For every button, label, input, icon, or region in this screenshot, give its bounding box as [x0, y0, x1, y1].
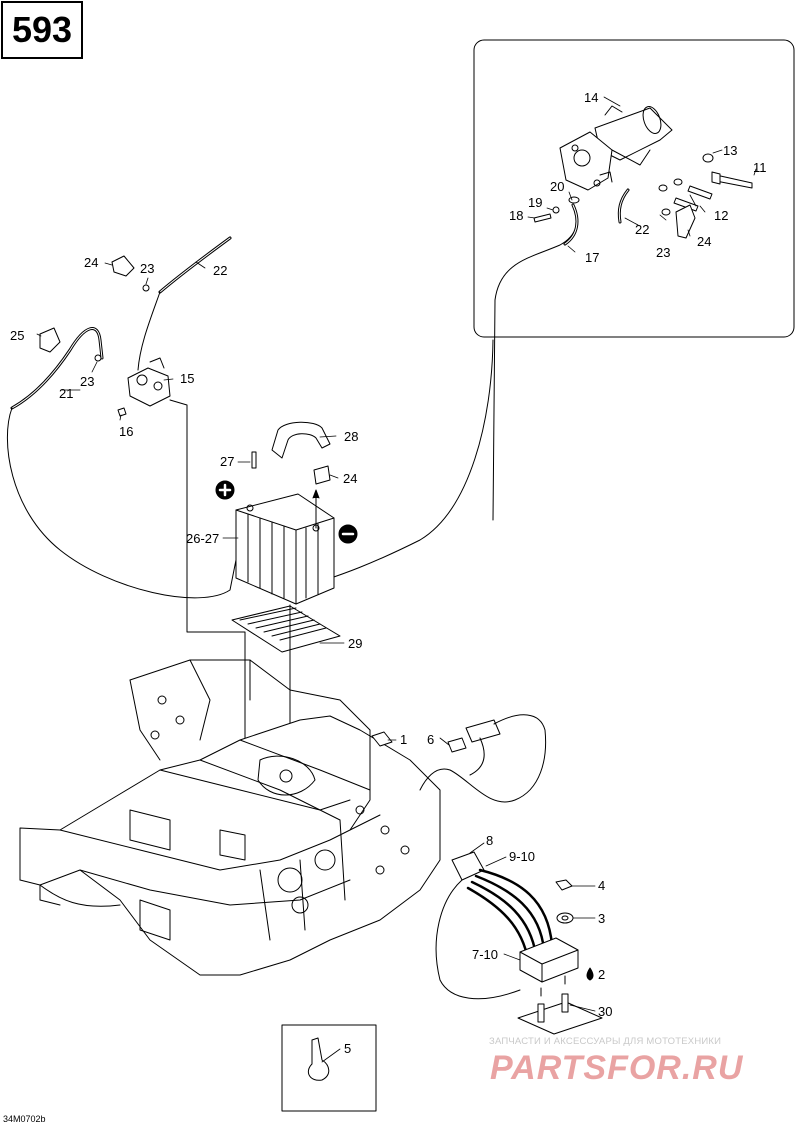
- bolt-11: [711, 171, 753, 189]
- callout-17: 17: [585, 250, 600, 265]
- callout-25: 25: [10, 328, 25, 343]
- callout-6: 6: [427, 732, 435, 747]
- callout-22-left: 22: [213, 263, 228, 278]
- terminal-cap-24: [313, 465, 331, 485]
- nut-16: [117, 407, 127, 417]
- washer-13: [702, 153, 714, 163]
- callout-24-battery: 24: [343, 471, 358, 486]
- chassis-frame: [19, 659, 441, 976]
- callout-18: 18: [509, 208, 524, 223]
- callout-23-inset: 23: [656, 245, 671, 260]
- nut-19: [552, 206, 560, 214]
- callout-23-left: 23: [140, 261, 155, 276]
- fuse-6: [447, 737, 467, 753]
- callout-1: 1: [400, 732, 408, 747]
- nut-23-inset: [661, 208, 671, 216]
- watermark-tagline: ЗАПЧАСТИ И АКСЕССУАРЫ ДЛЯ МОТОТЕХНИКИ: [489, 1036, 722, 1047]
- connector-harness: [465, 719, 501, 743]
- callout-21: 21: [59, 386, 74, 401]
- battery-strap-28: [271, 421, 331, 459]
- callout-19: 19: [528, 195, 543, 210]
- callout-24-inset: 24: [697, 234, 712, 249]
- drop-2-icon: [586, 967, 594, 981]
- page-number-box: 593: [1, 1, 83, 59]
- watermark-logo: PARTSFOR.RU: [490, 1049, 744, 1087]
- callout-23-mid: 23: [80, 374, 95, 389]
- callout-22-inset: 22: [635, 222, 650, 237]
- callout-11: 11: [753, 160, 767, 175]
- cable-tie-box: [281, 1024, 377, 1112]
- leader-lines: [36, 96, 757, 1063]
- callout-27: 27: [220, 454, 235, 469]
- callout-14: 14: [584, 90, 599, 105]
- starter-solenoid-15: [127, 357, 171, 407]
- callout-24-left: 24: [84, 255, 99, 270]
- plate-30: [517, 993, 603, 1035]
- callout-13: 13: [723, 143, 738, 158]
- callout-4: 4: [598, 878, 606, 893]
- callout-9-10: 9-10: [509, 849, 536, 864]
- callout-2: 2: [598, 967, 606, 982]
- starter-inset-frame: [473, 39, 795, 338]
- cable-17: [492, 204, 578, 521]
- negative-cable: [324, 339, 494, 581]
- bolts-12: [658, 178, 713, 212]
- callout-3: 3: [598, 911, 606, 926]
- washer-3: [556, 912, 574, 924]
- bolt-18: [533, 213, 552, 223]
- callout-16: 16: [119, 424, 134, 439]
- callout-15: 15: [180, 371, 195, 386]
- boot-24-left: [111, 255, 135, 277]
- page-number: 593: [11, 9, 73, 50]
- boot-25: [39, 327, 61, 353]
- callout-30: 30: [598, 1004, 613, 1019]
- nut-4: [555, 879, 573, 891]
- callout-26-27: 26-27: [186, 531, 220, 546]
- callout-29: 29: [348, 636, 363, 651]
- battery: [235, 493, 335, 605]
- callout-20: 20: [550, 179, 565, 194]
- figure-code: 34M0702b: [3, 1114, 46, 1124]
- starter-motor: [559, 105, 673, 191]
- battery-pad-29: [231, 605, 341, 653]
- callout-8: 8: [486, 833, 494, 848]
- boot-24-inset: [675, 204, 696, 239]
- washer-20: [568, 196, 580, 204]
- cable-tie-5: [307, 1037, 330, 1081]
- clip-1: [371, 731, 393, 747]
- positive-cable: [6, 407, 241, 599]
- callout-28: 28: [344, 429, 359, 444]
- connector-8: [451, 851, 485, 881]
- voltage-regulator-7-10: [519, 937, 579, 983]
- callout-7-10: 7-10: [472, 947, 499, 962]
- bolt-27: [251, 451, 257, 469]
- callout-12: 12: [714, 208, 729, 223]
- callout-5: 5: [344, 1041, 352, 1056]
